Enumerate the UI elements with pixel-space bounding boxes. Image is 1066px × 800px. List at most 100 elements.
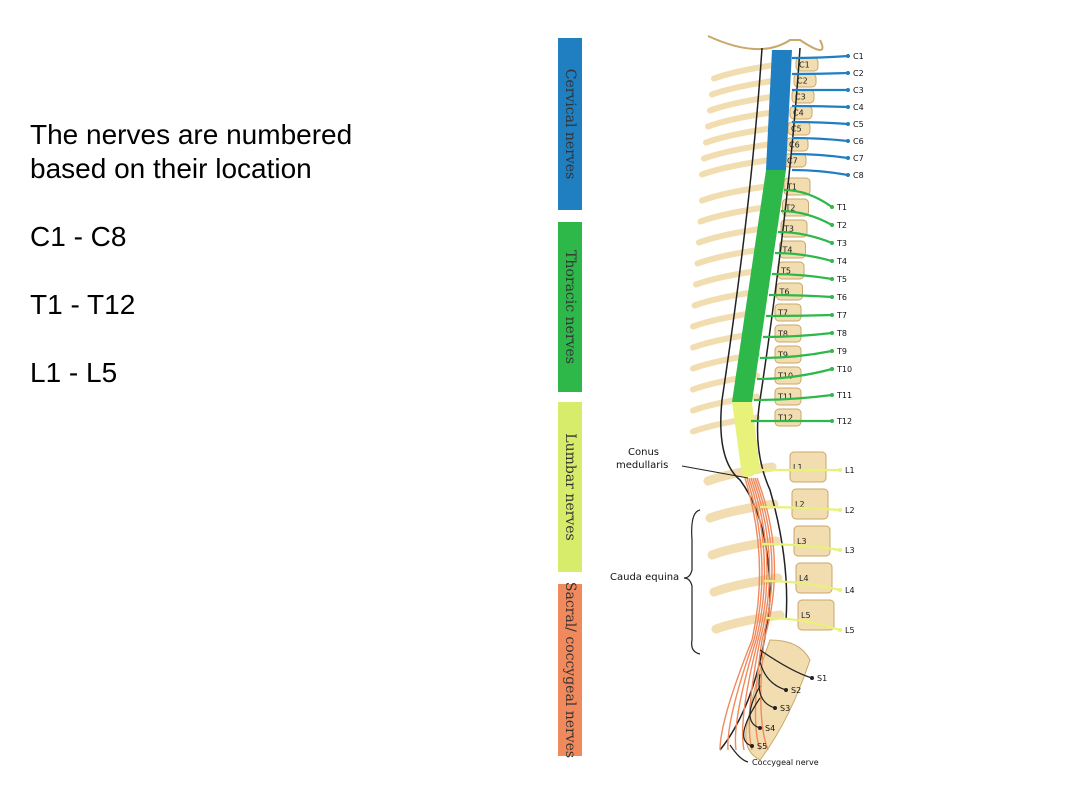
thoracic-nerve-end bbox=[830, 277, 834, 281]
thoracic-nerve-label: T4 bbox=[836, 257, 847, 266]
sacral-nerve-label: S1 bbox=[817, 674, 827, 683]
thoracic-nerve-line bbox=[765, 313, 833, 318]
cervical-nerve-label: C2 bbox=[853, 69, 864, 78]
cervical-nerve-label: C4 bbox=[853, 103, 864, 112]
thoracic-nerve-end bbox=[830, 349, 834, 353]
vertebra-label: T5 bbox=[780, 267, 791, 276]
thoracic-nerve-end bbox=[830, 295, 834, 299]
spinous-process bbox=[696, 225, 766, 246]
cervical-nerve-label: C3 bbox=[853, 86, 864, 95]
vertebra-label: C4 bbox=[793, 109, 804, 118]
spinous-process bbox=[705, 109, 775, 130]
vertebra-label: T4 bbox=[782, 246, 793, 255]
cervical-nerve-end bbox=[846, 139, 850, 143]
thoracic-nerve-label: T1 bbox=[836, 203, 847, 212]
thoracic-nerve-end bbox=[830, 241, 834, 245]
cauda-equina-label: Cauda equina bbox=[610, 572, 679, 583]
cervical-nerve-line bbox=[791, 152, 849, 160]
sacral-nerve-label: S4 bbox=[765, 724, 775, 733]
cervical-nerve-line bbox=[791, 136, 849, 143]
vertebra-label: T2 bbox=[785, 204, 796, 213]
vertebra-label: T9 bbox=[777, 351, 788, 360]
thoracic-nerve-end bbox=[830, 223, 834, 227]
cervical-nerve-end bbox=[846, 105, 850, 109]
cervical-nerve-label: C6 bbox=[853, 137, 864, 146]
vertebra-label: C3 bbox=[795, 93, 806, 102]
thoracic-nerve-line bbox=[753, 393, 833, 402]
cervical-nerve-end bbox=[846, 71, 850, 75]
spinous-process bbox=[697, 204, 768, 225]
sacral-nerve-label: S5 bbox=[757, 742, 767, 751]
thoracic-nerve-line bbox=[783, 188, 833, 208]
lumbar-nerve-line bbox=[761, 542, 841, 552]
lumbar-nerve-end bbox=[838, 588, 842, 592]
lumbar-nerve-label: L2 bbox=[845, 506, 855, 515]
vertebra-label: L1 bbox=[793, 463, 803, 472]
skull-base-outline bbox=[707, 35, 824, 51]
thoracic-nerve-label: T11 bbox=[836, 391, 852, 400]
lumbar-nerve-label: L5 bbox=[845, 626, 855, 635]
spinous-process bbox=[701, 141, 771, 162]
spinal-cord-cervical bbox=[766, 50, 792, 170]
vertebra-label: L5 bbox=[801, 611, 811, 620]
sacral-nerve-line bbox=[759, 661, 787, 691]
vertebra-label: L3 bbox=[797, 537, 807, 546]
vertebra-body bbox=[774, 387, 802, 406]
thoracic-nerve-label: T12 bbox=[836, 417, 852, 426]
cervical-nerve-line bbox=[791, 54, 849, 60]
vertebra-label: L2 bbox=[795, 500, 805, 509]
vertebra-label: L4 bbox=[799, 574, 809, 583]
thoracic-nerve-line bbox=[762, 331, 833, 339]
thoracic-nerve-label: T6 bbox=[836, 293, 847, 302]
vertebra-label: C7 bbox=[787, 157, 798, 166]
vertebra-label: T3 bbox=[783, 225, 794, 234]
thoracic-nerve-line bbox=[756, 367, 833, 381]
spinous-process bbox=[699, 183, 769, 204]
lumbar-nerve-label: L3 bbox=[845, 546, 855, 555]
vertebra-label: T8 bbox=[777, 330, 788, 339]
vertebra-label: T12 bbox=[777, 414, 793, 423]
cervical-nerve-label: C7 bbox=[853, 154, 864, 163]
lumbar-nerve-line bbox=[759, 505, 841, 512]
vertebra-label: C2 bbox=[797, 77, 808, 86]
spinous-process bbox=[703, 125, 773, 146]
spinal-cord-lumbar bbox=[732, 402, 760, 478]
thoracic-nerve-end bbox=[830, 331, 834, 335]
spinous-process bbox=[711, 61, 781, 82]
coccygeal-nerve-line bbox=[729, 744, 749, 763]
cauda-equina-brace bbox=[683, 509, 701, 655]
lumbar-nerve-end bbox=[838, 628, 842, 632]
vertebra-label: T10 bbox=[777, 372, 793, 381]
cervical-nerve-label: C1 bbox=[853, 52, 864, 61]
conus-pointer bbox=[681, 465, 749, 479]
thoracic-nerve-end bbox=[830, 419, 834, 423]
thoracic-nerve-label: T9 bbox=[836, 347, 847, 356]
thoracic-nerve-end bbox=[830, 259, 834, 263]
vertebra-body bbox=[774, 345, 802, 364]
thoracic-nerve-line bbox=[771, 272, 833, 281]
region-bar-cervical: Cervical nerves bbox=[558, 38, 582, 210]
intro-line-2: based on their location bbox=[30, 153, 312, 184]
sacral-nerve-line bbox=[743, 697, 761, 747]
coccygeal-nerve-label: Coccygeal nerve bbox=[752, 758, 819, 767]
thoracic-nerve-label: T3 bbox=[836, 239, 847, 248]
spinous-process bbox=[707, 93, 777, 114]
conus-label-line2: medullaris bbox=[616, 460, 668, 471]
description-text: The nerves are numbered based on their l… bbox=[30, 118, 352, 390]
sacral-nerve-end bbox=[784, 688, 788, 692]
spinous-process bbox=[709, 77, 779, 98]
lumbar-nerve-label: L4 bbox=[845, 586, 855, 595]
thoracic-nerve-label: T7 bbox=[836, 311, 847, 320]
spinous-process bbox=[711, 610, 785, 634]
cervical-nerve-line bbox=[791, 120, 849, 126]
sacral-nerve-label: S2 bbox=[791, 686, 801, 695]
sacral-nerve-line bbox=[758, 673, 776, 709]
vertebra-label: T11 bbox=[777, 393, 793, 402]
cauda-equina-root bbox=[756, 477, 776, 751]
thoracic-nerve-end bbox=[830, 313, 834, 317]
thoracic-nerve-label: T5 bbox=[836, 275, 847, 284]
vertebra-label: C1 bbox=[799, 61, 810, 70]
cauda-equina-root bbox=[734, 477, 766, 751]
thoracic-nerve-line bbox=[777, 230, 833, 245]
